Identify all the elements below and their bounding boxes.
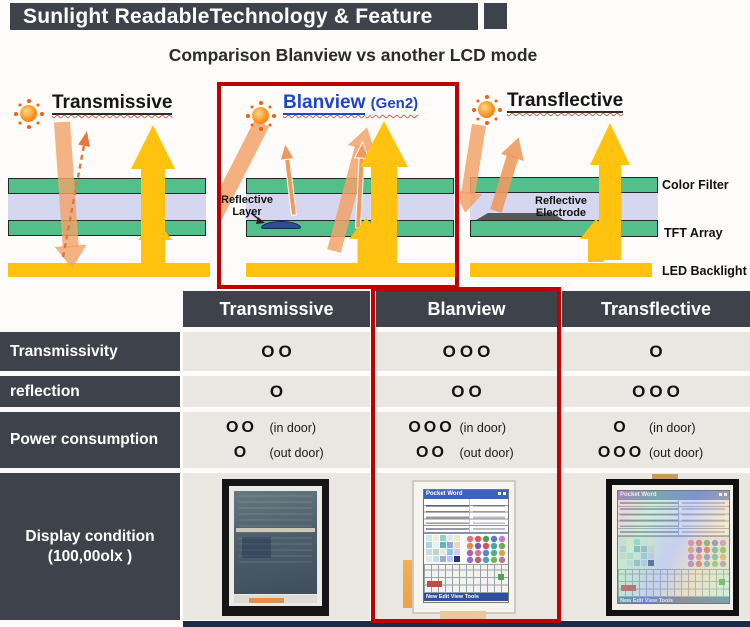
color-swatch-grid: [426, 535, 460, 562]
device-frame: Pocket Word: [412, 480, 516, 614]
led-backlight-layer: [8, 263, 210, 277]
cell-transmissivity-blanview: OOO: [376, 332, 557, 371]
display-photo-transmissive: [222, 479, 329, 616]
layer-label-tft-array: TFT Array: [664, 226, 723, 240]
cell-reflection-transmissive: O: [183, 376, 370, 407]
row-label-display-condition: Display condition (100,00olx ): [0, 473, 180, 620]
cell-transmissivity-transmissive: OO: [183, 332, 370, 371]
tape-tab: [652, 474, 678, 480]
row-label-power-consumption: Power consumption: [0, 412, 180, 468]
sun-rays-icon: [258, 113, 264, 119]
color-filter-layer: [246, 178, 454, 194]
subtitle: Comparison Blanview vs another LCD mode: [168, 45, 538, 65]
device-screen: Pocket Word: [423, 489, 509, 603]
led-backlight-layer: [470, 263, 652, 277]
tft-array-layer: [470, 220, 658, 237]
layer-label-led-backlight: LED Backlight: [662, 264, 747, 278]
cell-transmissivity-transflective: O: [562, 332, 750, 371]
screen-keyboard: [424, 564, 508, 593]
tft-array-layer: [8, 220, 206, 236]
sun-rays-icon: [26, 111, 32, 117]
device-screen: [234, 491, 317, 594]
screen-menubar: New Edit View Tools: [424, 593, 508, 601]
device-frame: Pocket Word: [606, 479, 739, 616]
reflective-layer-label: Reflective Layer: [221, 194, 273, 218]
screen-keyboard: [618, 569, 729, 597]
sun-icon: [478, 101, 495, 118]
diagram-title-transflective: Transflective: [507, 90, 624, 113]
screen-table: [424, 499, 508, 534]
titlebar-icons: [496, 490, 506, 499]
cell-power-transmissive: OO(in door) O(out door): [183, 412, 370, 468]
flex-cable: [248, 598, 284, 603]
screen-colors: [424, 534, 508, 564]
page-title: Sunlight ReadableTechnology & Feature: [10, 3, 478, 30]
screen-menubar: New Edit View Tools: [618, 597, 729, 603]
cell-reflection-blanview: OO: [376, 376, 557, 407]
screen-table: [618, 500, 729, 537]
color-dot-grid: [466, 535, 506, 563]
title-accent-square: [484, 3, 507, 29]
color-dot-grid: [687, 539, 727, 567]
screen-titlebar: Pocket Word: [618, 491, 729, 500]
diagram-title-blanview: Blanview (Gen2): [283, 92, 419, 115]
bottom-navy-strip: [183, 621, 750, 627]
cell-power-transflective: O(in door) OOO(out door): [562, 412, 750, 468]
reflective-electrode-label: Reflective Electrode: [535, 195, 587, 219]
sun-icon: [20, 105, 37, 122]
lc-layer: [246, 194, 454, 220]
sun-rays-icon: [484, 107, 490, 113]
screen-titlebar: Pocket Word: [424, 490, 508, 499]
sun-icon: [252, 107, 269, 124]
color-swatch-grid: [620, 539, 654, 566]
screen-colors: [618, 537, 729, 569]
color-filter-layer: [8, 178, 206, 194]
page-title-text: Sunlight ReadableTechnology & Feature: [23, 5, 433, 28]
row-label-transmissivity: Transmissivity: [0, 332, 180, 371]
row-label-reflection: reflection: [0, 376, 180, 407]
cell-reflection-transflective: OOO: [562, 376, 750, 407]
device-screen: Pocket Word: [617, 490, 730, 604]
reflective-layer-strip: [261, 221, 301, 229]
led-backlight-layer: [246, 263, 456, 277]
display-photo-blanview: Pocket Word: [400, 472, 526, 620]
lc-layer: [8, 194, 206, 220]
column-header-blanview: Blanview: [376, 291, 557, 327]
gen2-label: (Gen2): [370, 95, 419, 112]
display-photo-transflective: Pocket Word: [600, 474, 745, 620]
device-frame: [229, 486, 322, 606]
cell-power-blanview: OOO(in door) OO(out door): [376, 412, 557, 468]
color-filter-layer: [470, 177, 658, 193]
diagram-title-transmissive: Transmissive: [52, 92, 173, 115]
flex-cable: [440, 611, 486, 620]
layer-label-color-filter: Color Filter: [662, 178, 729, 192]
titlebar-icons: [717, 491, 727, 500]
column-header-transflective: Transflective: [562, 291, 750, 327]
column-header-transmissive: Transmissive: [183, 291, 370, 327]
